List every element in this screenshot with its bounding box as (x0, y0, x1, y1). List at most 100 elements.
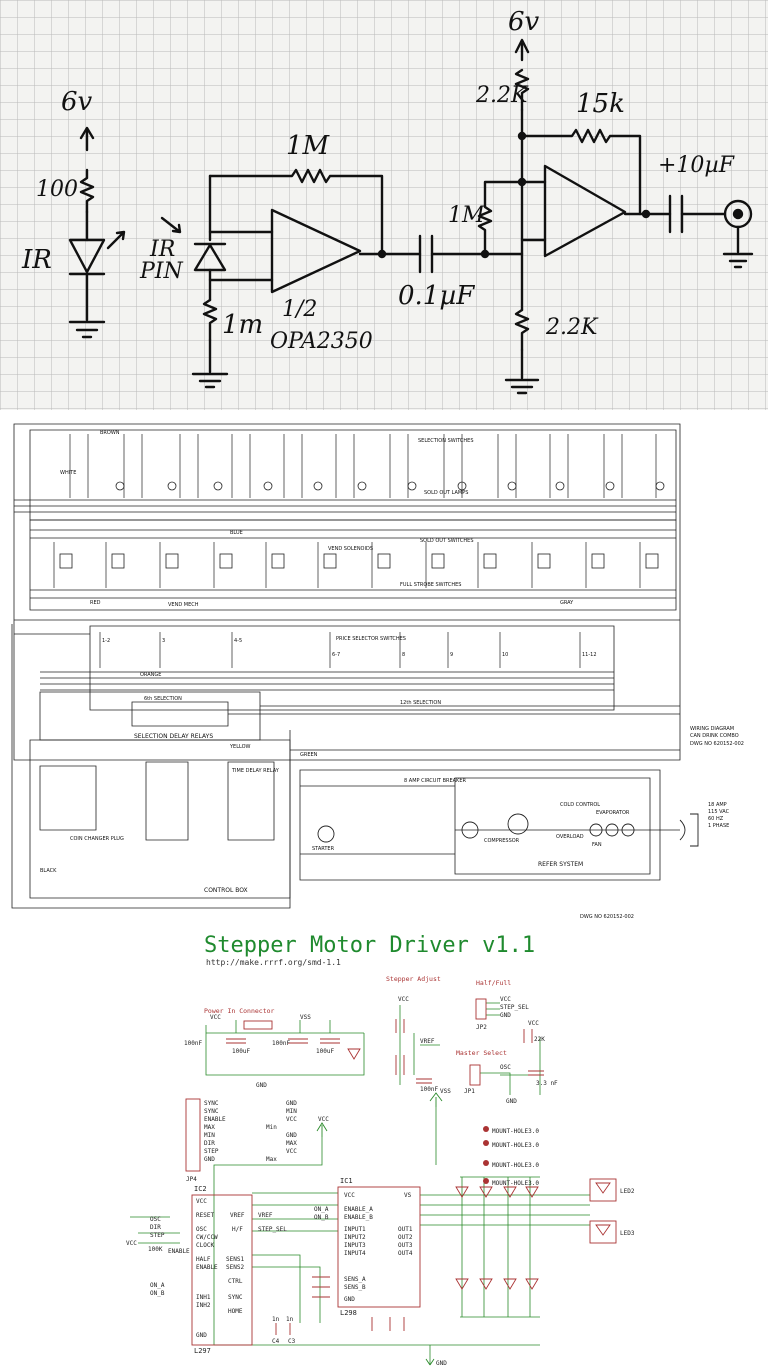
ic1-pin-sens-b: SENS_B (344, 1284, 366, 1291)
ic2-pin-inh2: INH2 (196, 1302, 211, 1309)
ic2-pin-reset: RESET (196, 1212, 214, 1219)
label-33nf: 3.3 nF (536, 1080, 558, 1087)
header-pin-sync-2: SYNC (204, 1108, 219, 1115)
label-refer-system: REFER SYSTEM (538, 861, 583, 868)
header-pin-max: MAX (204, 1124, 215, 1131)
ic1-pin-out3: OUT3 (398, 1242, 413, 1249)
solenoid-bank (29, 519, 677, 611)
label-12th-selection: 12th SELECTION (400, 700, 441, 706)
sold-out-lamps (115, 481, 665, 491)
x2-pin-3: VCC (286, 1116, 297, 1123)
opamp-2 (543, 164, 627, 258)
label-jp4: JP4 (186, 1176, 197, 1183)
label-ir-pin-1: IR (149, 237, 175, 262)
label-osc-1: OSC (500, 1064, 511, 1071)
label-gnd-1: GND (256, 1082, 267, 1089)
label-vss-rail: VSS (440, 1088, 451, 1095)
x2-pin-8: Max (266, 1156, 277, 1163)
vcc-arrow (316, 1122, 328, 1137)
label-gnd-3: GND (506, 1098, 517, 1105)
switch-group-11-12: 11-12 (582, 652, 597, 658)
label-gnd-rail: GND (436, 1360, 447, 1367)
label-starter: STARTER (312, 846, 335, 852)
x2-pin-4: Min (266, 1124, 277, 1131)
label-time-delay: TIME DELAY RELAY (231, 768, 280, 774)
caps-bottom (275, 1323, 291, 1335)
header-pin-enable: ENABLE (204, 1116, 226, 1123)
diodes-bottom (455, 1278, 539, 1290)
label-100uf-1: 100uF (232, 1048, 250, 1055)
cap-c4: C4 (272, 1338, 280, 1345)
switch-group-3: 3 (162, 638, 165, 644)
net-step: STEP (150, 1232, 165, 1239)
net-vref: VREF (258, 1212, 273, 1219)
wire-gray: GRAY (560, 600, 574, 606)
cap-c3: C3 (288, 1338, 296, 1345)
resistor-15k (520, 128, 642, 216)
resistor-r7 (395, 1019, 405, 1033)
net-on-b-mid: ON_B (314, 1214, 329, 1221)
ic2-pin-hf: H/F (232, 1226, 243, 1233)
ic1-pin-out2: OUT2 (398, 1234, 413, 1241)
ic1-l298 (337, 1186, 421, 1308)
mount-hole-3: MOUNT-HOLE3.0 (492, 1162, 539, 1169)
diodes-top (455, 1186, 539, 1198)
cap-c7 (528, 1070, 544, 1076)
motor-out-2 (589, 1220, 617, 1244)
ic2-pin-enable: ENABLE (196, 1264, 218, 1271)
switch-group-1-2: 1-2 (102, 638, 110, 644)
ic1-pin-input3: INPUT3 (344, 1242, 366, 1249)
fan-1 (589, 823, 603, 837)
stepper-driver-schematic: Stepper Motor Driver v1.1 http://make.rr… (0, 925, 768, 1368)
schematic-url: http://make.rrrf.org/smd-1.1 (206, 958, 341, 967)
refer-system-box (454, 777, 651, 875)
jumper-jp1 (469, 1064, 481, 1086)
ir-receiver-drawing: 6v 6v 100 IR IR PIN 1M 1m 1/2 OPA2350 0.… (0, 0, 768, 410)
label-22k: 22K (534, 1036, 545, 1043)
header-pin-sync-1: SYNC (204, 1100, 219, 1107)
gnd-arrow (425, 1358, 435, 1366)
label-price-selector: PRICE SELECTOR SWITCHES (336, 636, 406, 642)
label-wiring-title-1: WIRING DIAGRAM (690, 726, 734, 732)
label-master-select: Master Select (456, 1049, 507, 1057)
ic2-pin-vref: VREF (230, 1212, 245, 1219)
label-100nf-2: 100nF (272, 1040, 290, 1047)
power-plug (690, 813, 699, 847)
label-fan: FAN (592, 842, 602, 848)
ic2-pin-sync: SYNC (228, 1294, 243, 1301)
ir-receiver-schematic: 6v 6v 100 IR IR PIN 1M 1m 1/2 OPA2350 0.… (0, 0, 768, 410)
opamp-1 (270, 208, 362, 294)
ic2-pin-ctrl: CTRL (228, 1278, 243, 1285)
label-vcc-3: VCC (500, 996, 511, 1003)
resistor-2.2k-bottom (514, 308, 530, 352)
label-evaporator: EVAPORATOR (596, 810, 630, 816)
motor-out-1 (589, 1178, 617, 1202)
label-stepper-adjust: Stepper Adjust (386, 975, 441, 983)
cap-c2 (320, 1038, 340, 1044)
ic1-pin-input2: INPUT2 (344, 1234, 366, 1241)
label-100: 100 (36, 177, 78, 202)
label-l297: L297 (194, 1347, 211, 1355)
cap-c1 (288, 1038, 308, 1044)
header-pin-min: MIN (204, 1132, 215, 1139)
x2-pin-7: VCC (286, 1148, 297, 1155)
label-vref: VREF (420, 1038, 435, 1045)
ic1-pin-input4: INPUT4 (344, 1250, 366, 1257)
mount-hole-4: MOUNT-HOLE3.0 (492, 1180, 539, 1187)
label-6th-selection: 6th SELECTION (144, 696, 182, 702)
led-led2 (595, 1182, 611, 1194)
ic2-pin-home: HOME (228, 1308, 243, 1315)
resistor-22k (523, 1029, 533, 1043)
label-opamp: OPA2350 (270, 329, 373, 354)
label-sold-out-switches: SOLD OUT SWITCHES (420, 538, 474, 544)
net-step-sel: STEP_SEL (258, 1226, 287, 1233)
ic2-l297 (191, 1194, 253, 1346)
label-1m-bottom: 1m (222, 310, 263, 340)
net-on-a-mid: ON_A (314, 1206, 329, 1213)
label-wiring-title-2: CAN DRINK COMBO (690, 733, 739, 739)
components (185, 998, 617, 1346)
label-full-strobe: FULL STROBE SWITCHES (400, 582, 461, 588)
label-ic2: IC2 (194, 1185, 207, 1193)
ic1-pin-out4: OUT4 (398, 1250, 413, 1257)
label-delay-relays: SELECTION DELAY RELAYS (134, 733, 213, 740)
